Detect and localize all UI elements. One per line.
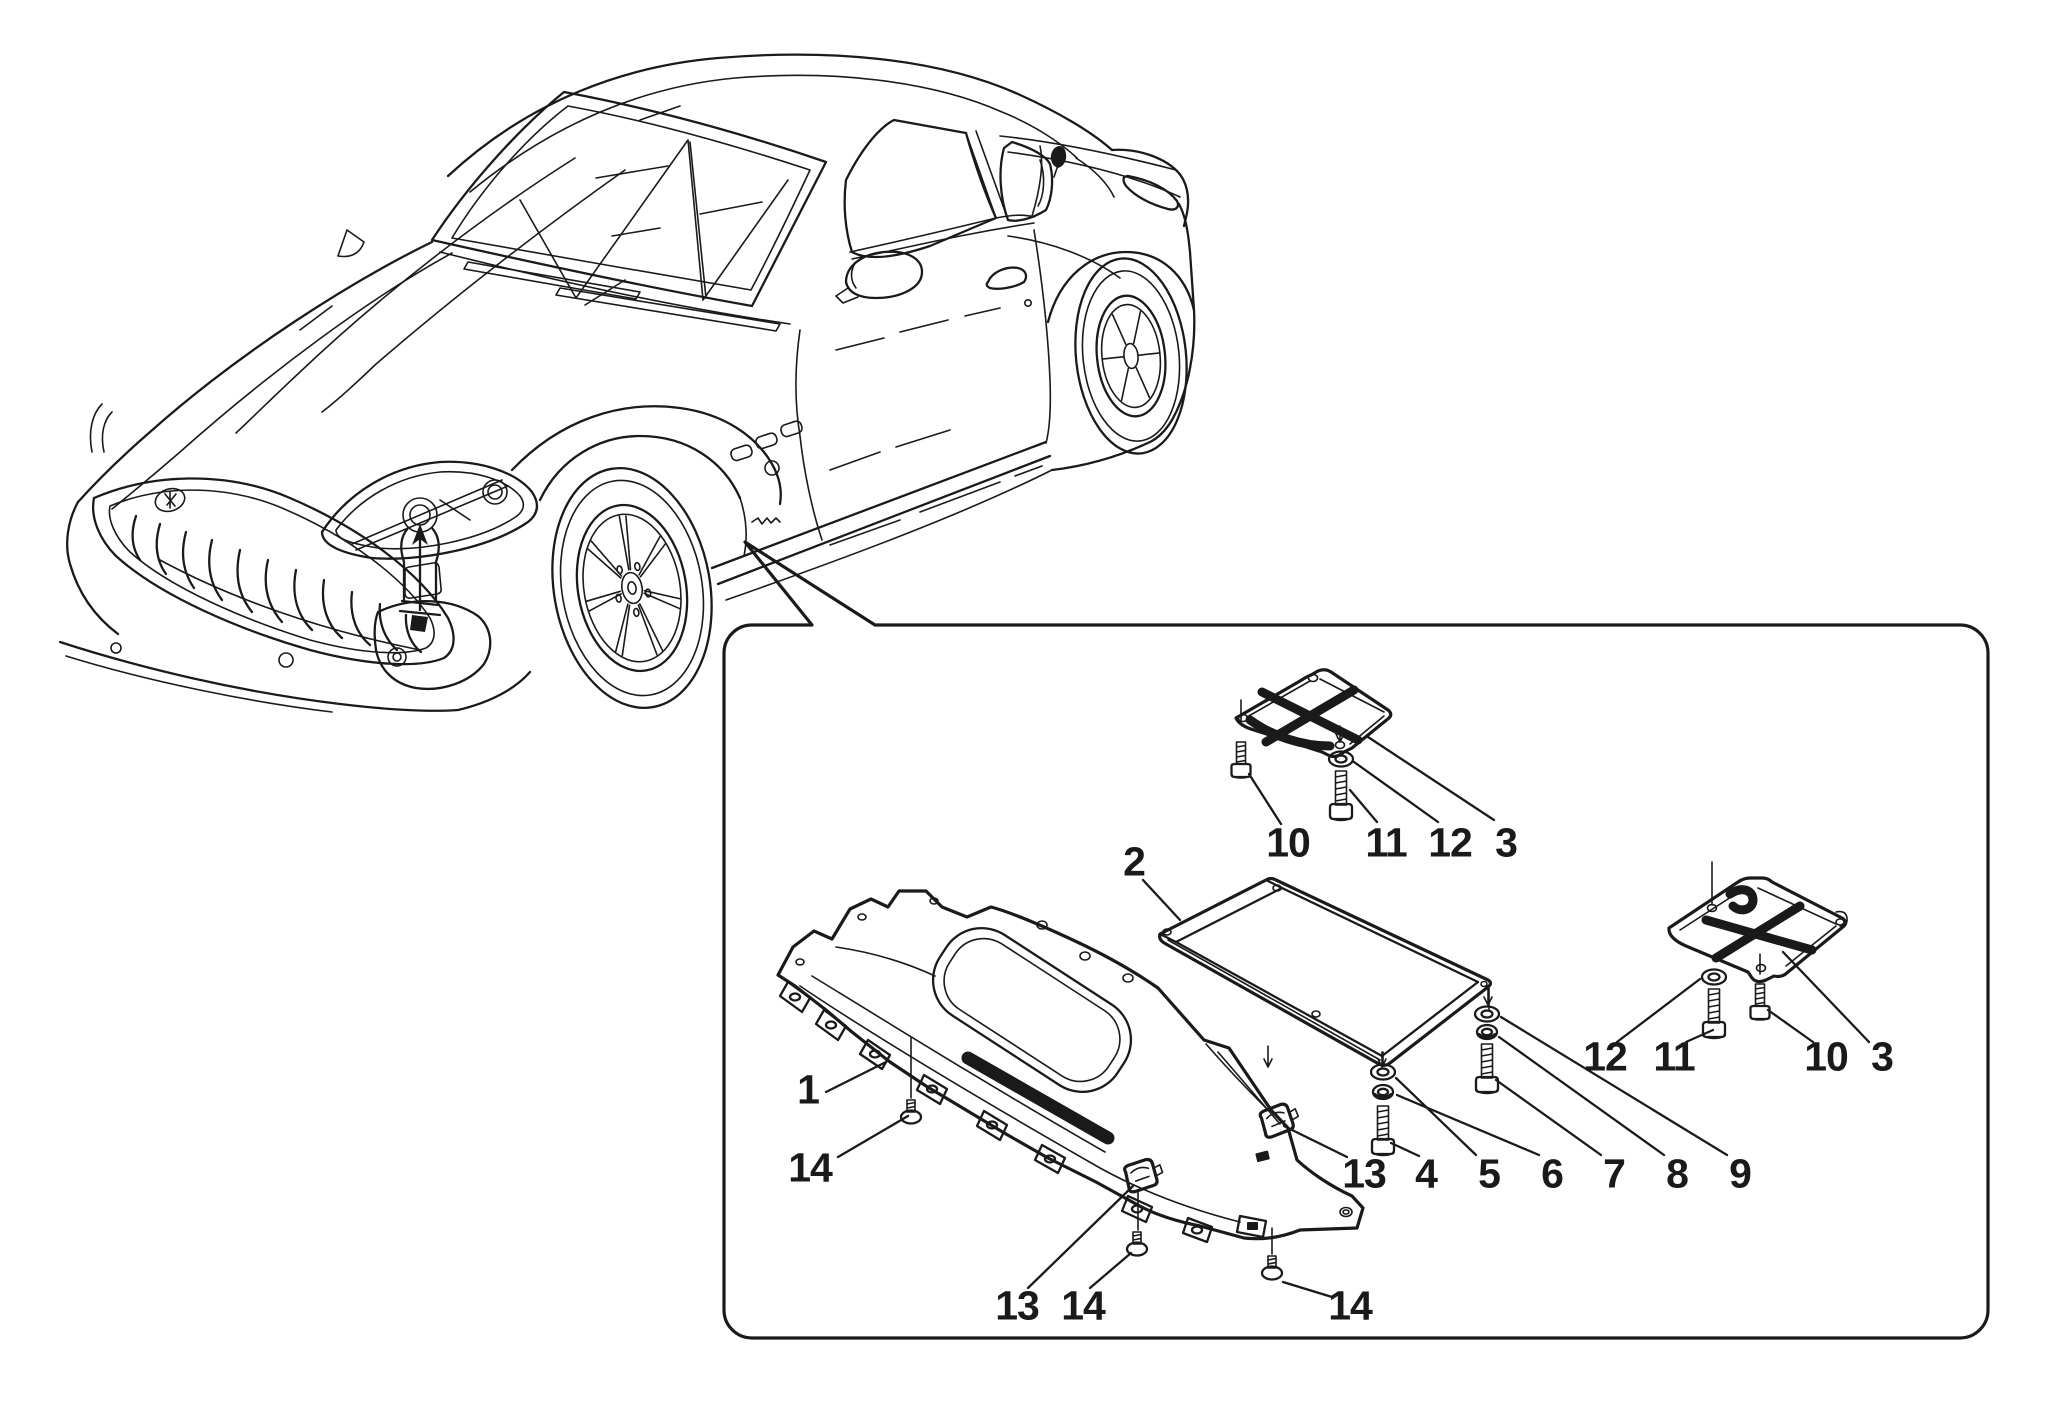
trident-emblem-icon: [398, 524, 442, 632]
rear-wheel: [1066, 253, 1196, 459]
leader-lines: [824, 735, 1871, 1299]
callout-9: 9: [1729, 1150, 1752, 1197]
door-mirror-icon: [835, 250, 924, 304]
callout-5: 5: [1478, 1150, 1501, 1197]
callout-13-mid: 13: [1342, 1150, 1387, 1197]
bolt-icon: [1230, 741, 1771, 1157]
callout-4: 4: [1415, 1150, 1438, 1197]
callout-13-bottom: 13: [995, 1282, 1040, 1329]
door-handle-icon: [985, 266, 1028, 290]
callout-3-upper: 3: [1495, 819, 1518, 866]
bracket-part3-right: [1667, 876, 1848, 984]
callout-10-right: 10: [1804, 1033, 1849, 1080]
windshield: [430, 90, 828, 308]
locknut-icon: [1371, 1023, 1499, 1101]
callout-7: 7: [1603, 1150, 1626, 1197]
callout-1: 1: [797, 1066, 820, 1113]
callout-14-bottom-right: 14: [1328, 1282, 1373, 1329]
screw-icon: [899, 1099, 1284, 1281]
detail-callout-box: [722, 540, 1990, 1340]
callout-8: 8: [1666, 1150, 1689, 1197]
callout-11-upper: 11: [1365, 819, 1407, 866]
callout-11-right: 11: [1653, 1033, 1695, 1080]
clip-icon: [1123, 1102, 1300, 1194]
fender-vents-icon: [730, 420, 803, 476]
car-illustration: [58, 53, 1196, 720]
callout-2: 2: [1123, 838, 1146, 885]
callout-10-upper: 10: [1266, 819, 1311, 866]
callout-12-upper: 12: [1428, 819, 1473, 866]
fasteners: [899, 699, 1771, 1281]
hood-badge-icon: [154, 487, 186, 513]
callout-14-left: 14: [788, 1144, 833, 1191]
callout-14-bottom-left: 14: [1061, 1282, 1106, 1329]
bracket-part3-top: [1234, 668, 1393, 759]
callout-3-right: 3: [1871, 1033, 1894, 1080]
taillight: [1122, 174, 1180, 211]
antenna-icon: [1050, 146, 1067, 168]
underbody-tray-part1: [776, 889, 1365, 1244]
grille: [92, 477, 455, 666]
headlight: [320, 460, 539, 560]
far-mirror-icon: [337, 229, 365, 258]
fog-lamp-recess: [373, 600, 492, 690]
center-shield-part2: [1158, 876, 1493, 1068]
washer-icon: [1327, 750, 1728, 1081]
callout-6: 6: [1541, 1150, 1564, 1197]
front-wheel: [534, 455, 730, 720]
callout-12-right: 12: [1583, 1033, 1628, 1080]
